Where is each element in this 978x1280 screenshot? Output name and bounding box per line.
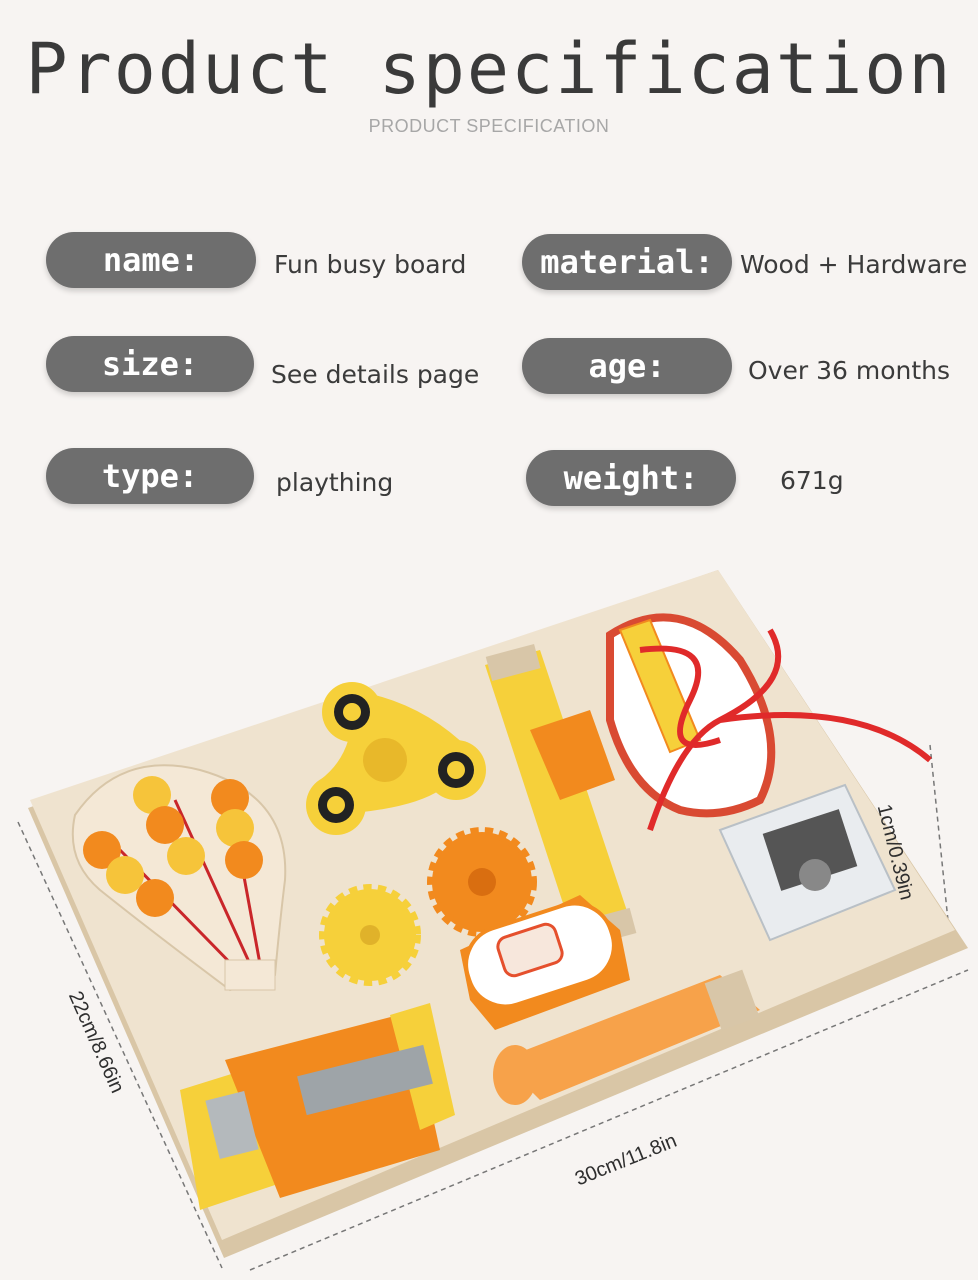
spec-label-type: type: [46,448,254,504]
spec-value-type: plaything [276,468,394,497]
orange-gear [427,827,537,937]
spec-label-material: material: [522,234,732,290]
busy-board-photo [17,570,969,1271]
spec-value-weight: 671g [780,466,844,495]
spec-value-name: Fun busy board [274,250,467,279]
shoe-lacing [606,613,932,831]
spec-label-weight: weight: [526,450,736,506]
dimension-lines [17,744,969,1271]
spec-value-material: Wood + Hardware [740,250,968,279]
orange-strap [493,969,760,1105]
page-subtitle: PRODUCT SPECIFICATION [368,116,610,136]
spec-label-age: age: [522,338,732,394]
spec-label-size: size: [46,336,254,392]
spec-value-age: Over 36 months [748,356,951,385]
bead-panel [71,764,287,992]
spec-label-name: name: [46,232,256,288]
music-box [718,783,897,942]
push-switch [460,895,630,1030]
fidget-spinner [306,682,486,835]
page-title: Product specification [25,28,953,110]
latch-door [180,1003,455,1210]
spec-value-size: See details page [271,360,480,389]
yellow-gear [319,884,421,986]
